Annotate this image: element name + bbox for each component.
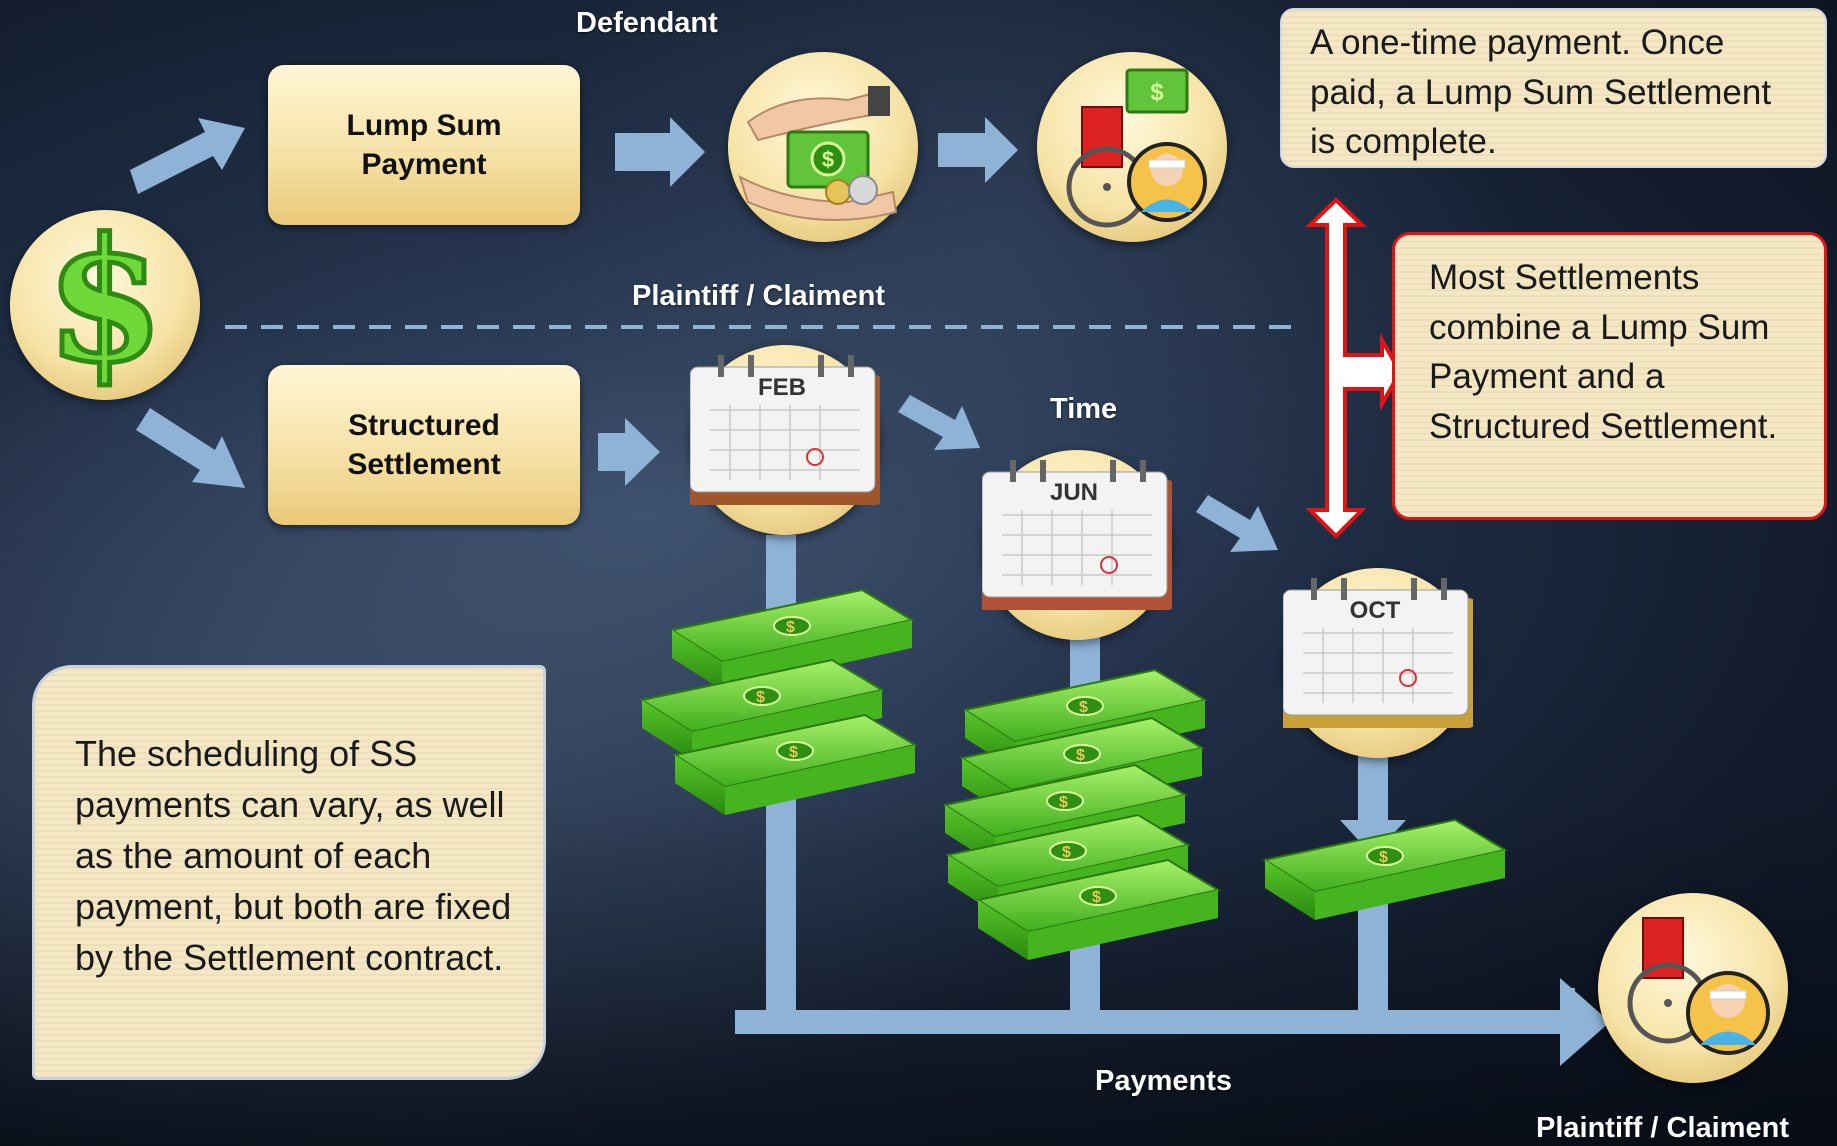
combine-note: Most Settlements combine a Lump Sum Paym… xyxy=(1392,232,1827,520)
money-stack-jun xyxy=(944,669,1219,961)
calendar-icon: JUN xyxy=(972,450,1177,640)
lump-sum-label-line1: Lump Sum xyxy=(346,109,502,142)
hands-with-money-icon: $ xyxy=(728,52,918,242)
defendant-label: Defendant xyxy=(576,7,718,39)
arrow-structured-to-feb xyxy=(598,418,660,486)
arrow-dollar-to-lumpsum xyxy=(130,118,245,194)
svg-text:$: $ xyxy=(1150,79,1164,106)
plaintiff-label-bottom: Plaintiff / Claiment xyxy=(1536,1112,1789,1144)
arrow-dollar-to-structured xyxy=(136,408,245,488)
wheelchair-person-icon: $ xyxy=(1037,52,1227,242)
arrow-feb-to-jun xyxy=(898,395,980,450)
time-label: Time xyxy=(1050,393,1118,425)
arrow-lumpsum-to-hands xyxy=(615,117,705,187)
arrow-jun-to-oct xyxy=(1196,495,1278,552)
money-stack-feb xyxy=(641,589,916,816)
payments-arrow-head xyxy=(1560,978,1610,1066)
svg-text:$: $ xyxy=(822,147,834,172)
arrow-hands-to-plaintiff xyxy=(938,117,1018,183)
calendar-icon: FEB xyxy=(680,345,885,535)
combine-bracket-arrow xyxy=(1305,197,1403,539)
calendar-icon: OCT xyxy=(1273,568,1478,758)
calendar-month-feb: FEB xyxy=(758,374,806,401)
dollar-sign-icon: $ xyxy=(10,199,200,404)
svg-text:$: $ xyxy=(46,210,164,400)
plaintiff-label-top: Plaintiff / Claiment xyxy=(632,280,885,312)
payments-label: Payments xyxy=(1095,1065,1233,1097)
calendar-month-jun: JUN xyxy=(1050,479,1098,506)
structured-label-line1: Structured xyxy=(348,409,500,442)
calendar-month-oct: OCT xyxy=(1350,597,1401,624)
lump-sum-label-line2: Payment xyxy=(361,148,487,181)
scheduling-note: The scheduling of SS payments can vary, … xyxy=(32,665,546,1080)
wheelchair-person-icon xyxy=(1598,893,1788,1083)
structured-label-line2: Settlement xyxy=(347,448,501,481)
lump-sum-payment-box: Lump Sum Payment xyxy=(268,65,580,225)
lump-sum-note: A one-time payment. Once paid, a Lump Su… xyxy=(1280,8,1827,168)
structured-settlement-box: Structured Settlement xyxy=(268,365,580,525)
payments-arrow-shaft xyxy=(735,988,1575,1034)
